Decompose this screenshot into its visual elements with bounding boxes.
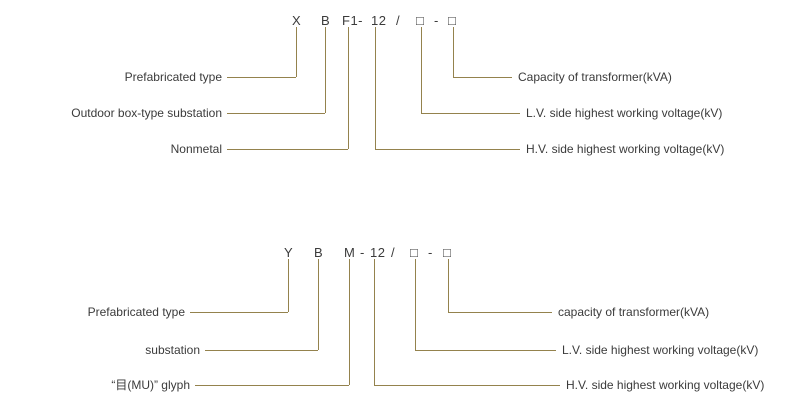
code-slash: / — [391, 245, 396, 260]
connector-horizontal — [195, 385, 349, 386]
connector-horizontal — [205, 350, 318, 351]
code-dash: - — [434, 13, 439, 28]
label-mu-glyph: “目(MU)” glyph — [111, 378, 190, 392]
connector-horizontal — [448, 312, 552, 313]
connector-vertical — [453, 27, 454, 77]
connector-horizontal — [227, 149, 348, 150]
code-dash: - — [360, 245, 365, 260]
code-char-box-substation: B — [321, 13, 331, 28]
label-hv-working-voltage: H.V. side highest working voltage(kV) — [566, 378, 765, 392]
connector-vertical — [318, 259, 319, 350]
code-box-capacity: □ — [443, 245, 452, 260]
code-char-prefab-type: X — [292, 13, 302, 28]
connector-vertical — [415, 259, 416, 350]
code-box-lv-voltage: □ — [410, 245, 419, 260]
connector-horizontal — [375, 149, 520, 150]
connector-vertical — [325, 27, 326, 113]
code-char-hv-voltage: 12 — [370, 245, 386, 260]
code-char-substation: B — [314, 245, 324, 260]
connector-horizontal — [453, 77, 512, 78]
connector-vertical — [375, 27, 376, 149]
label-lv-working-voltage: L.V. side highest working voltage(kV) — [562, 343, 759, 357]
code-dash: - — [428, 245, 433, 260]
label-hv-working-voltage: H.V. side highest working voltage(kV) — [526, 142, 725, 156]
connector-vertical — [448, 259, 449, 312]
label-lv-working-voltage: L.V. side highest working voltage(kV) — [526, 106, 723, 120]
label-prefabricated-type: Prefabricated type — [124, 70, 222, 84]
code-slash: / — [396, 13, 401, 28]
label-nonmetal: Nonmetal — [170, 142, 222, 156]
connector-vertical — [374, 259, 375, 385]
code-box-lv-voltage: □ — [416, 13, 425, 28]
connector-horizontal — [227, 113, 325, 114]
label-substation: substation — [145, 343, 200, 357]
label-capacity-transformer: Capacity of transformer(kVA) — [518, 70, 672, 84]
code-char-mu-glyph: M — [344, 245, 356, 260]
connector-horizontal — [421, 113, 520, 114]
connector-vertical — [421, 27, 422, 113]
connector-horizontal — [374, 385, 560, 386]
connector-vertical — [348, 27, 349, 149]
connector-vertical — [296, 27, 297, 77]
connector-horizontal — [415, 350, 556, 351]
label-capacity-transformer: capacity of transformer(kVA) — [558, 305, 710, 319]
code-char-nonmetal: F1- — [342, 13, 363, 28]
connector-vertical — [288, 259, 289, 312]
code-char-prefab-type: Y — [284, 245, 294, 260]
code-box-capacity: □ — [448, 13, 457, 28]
connector-vertical — [349, 259, 350, 385]
label-outdoor-box-substation: Outdoor box-type substation — [71, 106, 222, 120]
code-char-hv-voltage: 12 — [371, 13, 387, 28]
connector-horizontal — [190, 312, 288, 313]
label-prefabricated-type: Prefabricated type — [87, 305, 185, 319]
connector-horizontal — [227, 77, 296, 78]
